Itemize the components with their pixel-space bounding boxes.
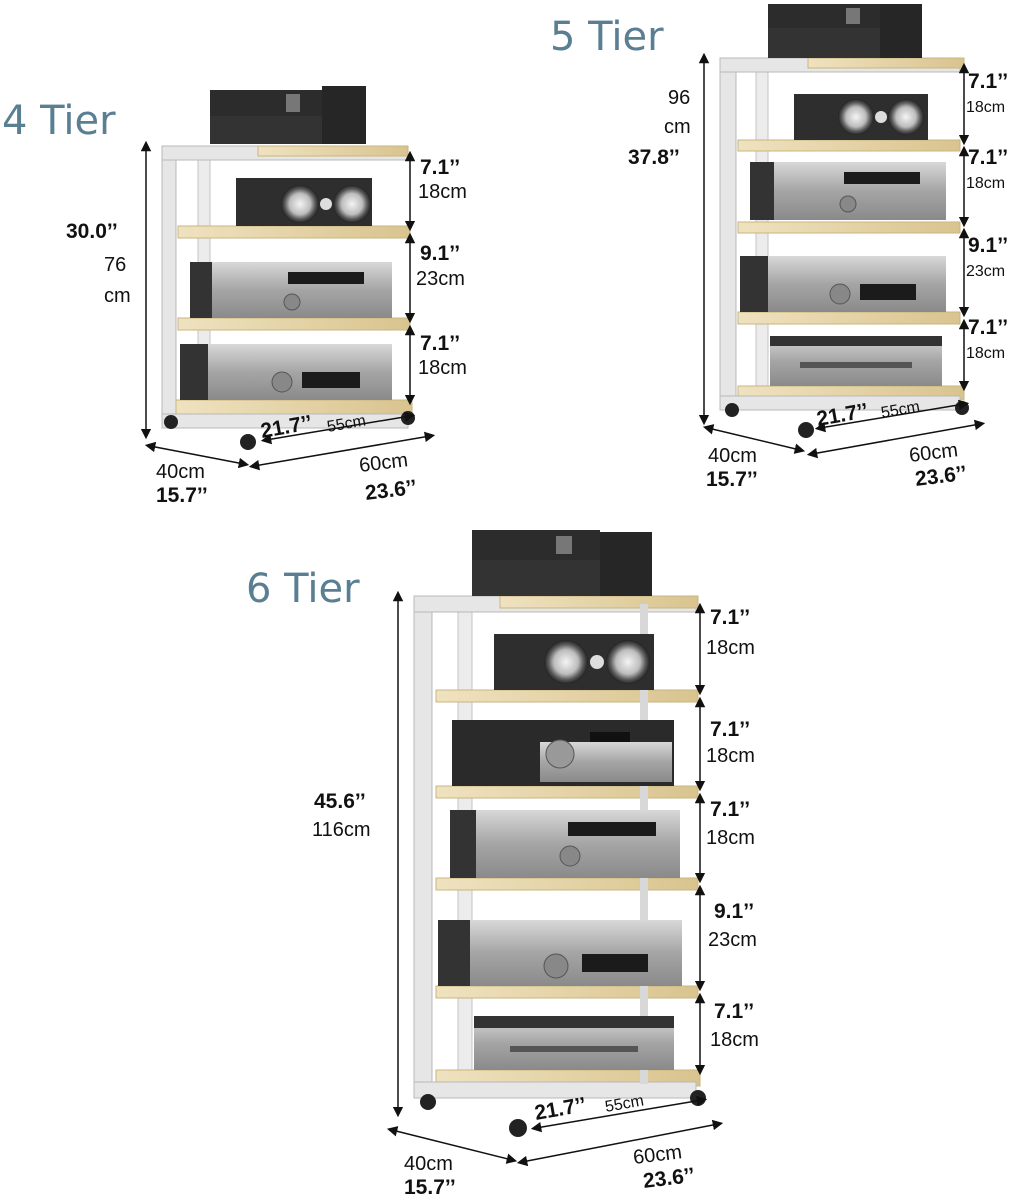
rack-6-tier: 6 Tier (246, 530, 759, 1198)
depth-cm: 55cm (880, 398, 921, 422)
width-inches: 23.6’’ (914, 462, 968, 491)
svg-text:23cm: 23cm (416, 268, 465, 290)
center-speaker (494, 634, 654, 690)
svg-text:7.1’’: 7.1’’ (710, 798, 750, 821)
side-inches: 15.7’’ (156, 484, 208, 507)
cd-player (450, 810, 680, 878)
rack-5-tier: 5 Tier (550, 4, 1008, 491)
base-dimensions: 21.7’’ 55cm 40cm 15.7’’ 60cm 23.6’’ (702, 398, 986, 491)
svg-text:9.1’’: 9.1’’ (968, 234, 1008, 257)
svg-text:18cm: 18cm (966, 175, 1005, 192)
svg-text:18cm: 18cm (966, 345, 1005, 362)
shelf-spacing-5: 7.1’’ 18cm (694, 992, 759, 1076)
depth-cm: 55cm (326, 412, 367, 436)
svg-text:7.1’’: 7.1’’ (710, 606, 750, 629)
shelf-spacing-1: 7.1’’ 18cm (958, 62, 1008, 146)
center-speaker (794, 94, 928, 140)
amplifier (438, 920, 682, 986)
shelf-spacing-4: 9.1’’ 23cm (694, 884, 757, 992)
tier-title: 4 Tier (2, 98, 116, 144)
svg-text:18cm: 18cm (418, 357, 467, 379)
height-inches: 30.0’’ (66, 220, 118, 243)
shelf-spacing-1: 7.1’’ 18cm (694, 602, 755, 696)
height-inches: 45.6’’ (314, 790, 366, 813)
height-dimension: 30.0’’ 76 cm (66, 140, 152, 440)
base-dimensions: 21.7’’ 55cm 40cm 15.7’’ 60cm 23.6’’ (386, 1092, 724, 1198)
svg-text:23cm: 23cm (966, 263, 1005, 280)
side-inches: 15.7’’ (404, 1176, 456, 1198)
side-cm: 40cm (708, 445, 757, 467)
subwoofer-unit (474, 1016, 674, 1070)
amplifier (740, 256, 946, 312)
depth-cm: 55cm (604, 1092, 645, 1116)
center-speaker (236, 178, 372, 226)
svg-text:7.1’’: 7.1’’ (420, 332, 460, 355)
svg-text:18cm: 18cm (706, 637, 755, 659)
svg-text:18cm: 18cm (418, 181, 467, 203)
svg-text:9.1’’: 9.1’’ (714, 900, 754, 923)
svg-text:18cm: 18cm (706, 745, 755, 767)
subwoofer-unit (770, 336, 942, 386)
svg-text:7.1’’: 7.1’’ (968, 70, 1008, 93)
stereo-receiver (452, 720, 674, 786)
width-inches: 23.6’’ (642, 1164, 696, 1193)
svg-text:18cm: 18cm (966, 99, 1005, 116)
shelf-spacing-3: 7.1’’ 18cm (404, 324, 467, 406)
svg-text:7.1’’: 7.1’’ (710, 718, 750, 741)
side-cm: 40cm (156, 461, 205, 483)
shelf-spacing-2: 9.1’’ 23cm (404, 232, 465, 324)
height-cm-unit: cm (104, 285, 131, 307)
amplifier (180, 344, 392, 400)
width-cm: 60cm (632, 1141, 683, 1169)
svg-text:18cm: 18cm (710, 1029, 759, 1051)
svg-text:7.1’’: 7.1’’ (968, 316, 1008, 339)
svg-text:7.1’’: 7.1’’ (714, 1000, 754, 1023)
shelf-spacing-1: 7.1’’ 18cm (404, 150, 467, 232)
height-cm: 116cm (312, 819, 371, 841)
side-cm: 40cm (404, 1153, 453, 1175)
receiver-top (472, 530, 652, 596)
tier-title: 5 Tier (550, 14, 664, 60)
shelf-spacing-2: 7.1’’ 18cm (694, 696, 755, 792)
width-cm: 60cm (358, 449, 409, 477)
height-cm-unit: cm (664, 116, 691, 138)
receiver-top (210, 86, 366, 144)
tier-title: 6 Tier (246, 566, 360, 612)
svg-text:7.1’’: 7.1’’ (968, 146, 1008, 169)
cd-player (190, 262, 392, 318)
side-inches: 15.7’’ (706, 468, 758, 491)
cd-player (750, 162, 946, 220)
shelf-spacing-3: 9.1’’ 23cm (958, 227, 1008, 318)
shelf-spacing-3: 7.1’’ 18cm (694, 792, 755, 884)
svg-text:23cm: 23cm (708, 929, 757, 951)
rack-4-tier: 4 Tier (2, 86, 467, 507)
height-inches: 37.8’’ (628, 146, 680, 169)
base-dimensions: 21.7’’ 55cm 40cm 15.7’’ 60cm 23.6’’ (144, 411, 436, 507)
svg-text:9.1’’: 9.1’’ (420, 242, 460, 265)
svg-text:18cm: 18cm (706, 827, 755, 849)
height-dimension: 45.6’’ 116cm (312, 590, 404, 1118)
width-inches: 23.6’’ (364, 476, 418, 505)
receiver-top (768, 4, 922, 58)
shelf-spacing-4: 7.1’’ 18cm (958, 316, 1008, 392)
height-cm-value: 96 (668, 87, 690, 109)
height-cm-value: 76 (104, 254, 126, 276)
shelf-spacing-2: 7.1’’ 18cm (958, 145, 1008, 228)
svg-text:7.1’’: 7.1’’ (420, 156, 460, 179)
height-dimension: 96 cm 37.8’’ (628, 52, 710, 426)
